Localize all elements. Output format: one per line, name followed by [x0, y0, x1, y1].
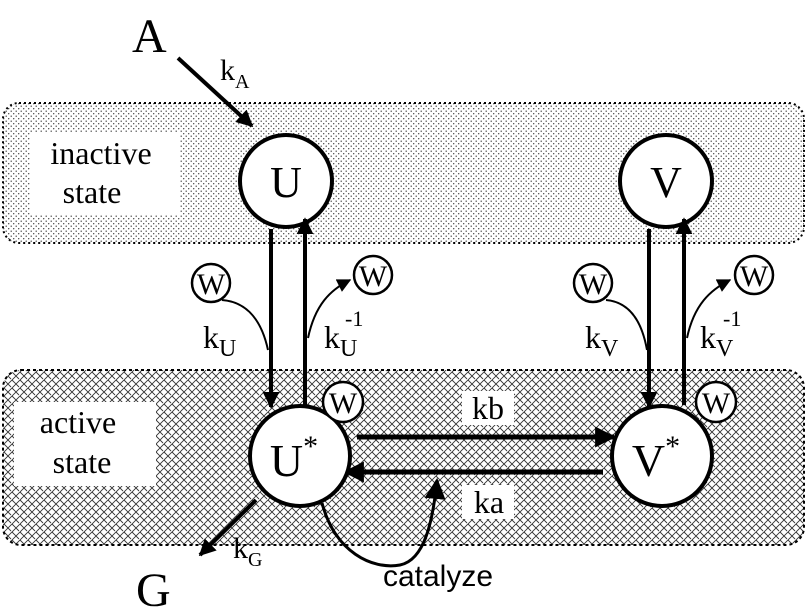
- active-state-region: [2, 369, 805, 546]
- w-curve-u-in: [221, 299, 269, 351]
- node-u-star: [248, 404, 352, 508]
- rate-k-v: kV: [585, 319, 619, 362]
- rate-k-v-inverse: kV-1: [700, 306, 741, 362]
- w-circle-v-star: [694, 380, 738, 424]
- w-curve-v-in: [605, 299, 648, 351]
- rate-k-g: kG: [233, 532, 262, 571]
- node-u: [238, 133, 334, 229]
- catalyze-arrow: [320, 477, 446, 568]
- w-label-u-in: W: [197, 268, 226, 301]
- node-v-star-label: V*: [632, 430, 680, 486]
- inactive-state-label: inactive state: [50, 135, 159, 210]
- w-label-u-out: W: [359, 260, 388, 293]
- output-arrow-g: [198, 498, 258, 557]
- input-arrow-a: [176, 56, 254, 128]
- w-circle-u-out: [352, 254, 394, 296]
- w-label-v-in: W: [579, 268, 608, 301]
- node-v: [618, 133, 714, 229]
- node-u-label: U: [270, 158, 302, 207]
- w-curve-v-out: [686, 279, 732, 339]
- rate-k-u: kU: [203, 319, 236, 362]
- node-v-star: [610, 404, 714, 508]
- w-circle-u-star: [321, 380, 365, 424]
- w-circle-v-in: [572, 262, 614, 304]
- node-v-label: V: [650, 158, 682, 207]
- rate-k-a-in: kA: [220, 54, 250, 93]
- w-circle-v-out: [733, 254, 775, 296]
- node-u-star-label: U*: [270, 430, 318, 486]
- inactive-state-region: [2, 102, 805, 244]
- rate-ka: ka: [474, 484, 504, 520]
- w-curve-u-out: [307, 279, 352, 339]
- rate-k-u-inverse: kU-1: [324, 306, 363, 362]
- rate-kb: kb: [472, 390, 504, 426]
- w-label-v-star: W: [702, 387, 731, 420]
- w-circle-u-in: [190, 262, 232, 304]
- species-g: G: [136, 564, 171, 613]
- w-label-u-star: W: [329, 387, 358, 420]
- active-state-label: active state: [40, 404, 124, 480]
- catalyze-label: catalyze: [383, 560, 493, 593]
- species-a: A: [132, 10, 167, 63]
- w-label-v-out: W: [740, 260, 769, 293]
